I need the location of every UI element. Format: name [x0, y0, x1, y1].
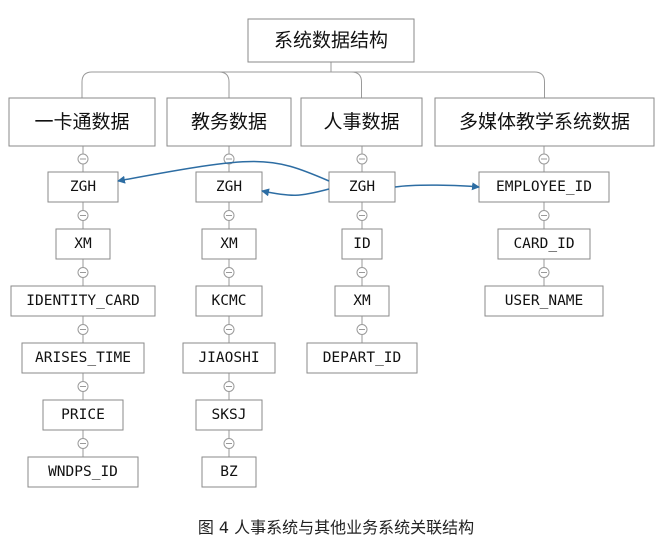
- field-box-label: ZGH: [70, 179, 96, 195]
- field-box-label: SKSJ: [212, 407, 247, 423]
- field-box: CARD_ID: [497, 228, 591, 260]
- category-box: 多媒体教学系统数据: [434, 97, 655, 147]
- field-box: SKSJ: [195, 399, 263, 431]
- category-drop: [351, 71, 362, 98]
- field-box: ZGH: [47, 171, 119, 203]
- collapse-minus-icon: [356, 267, 368, 278]
- collapse-minus-icon: [356, 153, 368, 165]
- category-bus: [81, 71, 545, 98]
- field-box: ID: [341, 228, 383, 260]
- root-box: 系统数据结构: [247, 18, 415, 63]
- field-box: XM: [55, 228, 111, 260]
- category-box-label: 教务数据: [191, 111, 267, 133]
- collapse-minus-icon: [77, 153, 89, 165]
- field-box-label: XM: [353, 293, 371, 309]
- field-box-label: ARISES_TIME: [35, 350, 131, 366]
- collapse-minus-icon: [223, 267, 235, 278]
- field-box-label: EMPLOYEE_ID: [496, 179, 592, 195]
- field-box: JIAOSHI: [182, 342, 276, 374]
- category-box: 人事数据: [300, 97, 423, 147]
- figure-caption: 图 4 人事系统与其他业务系统关联结构: [197, 518, 475, 537]
- relation-arrow: [117, 160, 330, 184]
- field-box-label: ZGH: [216, 179, 242, 195]
- collapse-minus-icon: [223, 210, 235, 221]
- collapse-minus-icon: [77, 210, 89, 221]
- category-box-label: 一卡通数据: [34, 111, 129, 133]
- field-box: USER_NAME: [484, 285, 604, 317]
- field-box-label: USER_NAME: [505, 293, 584, 309]
- field-box-label: WNDPS_ID: [48, 464, 118, 480]
- field-box-label: XM: [74, 236, 92, 252]
- collapse-minus-icon: [77, 324, 89, 335]
- category-box: 一卡通数据: [8, 97, 156, 147]
- root-box-label: 系统数据结构: [274, 30, 388, 52]
- collapse-minus-icon: [356, 210, 368, 221]
- collapse-minus-icon: [223, 438, 235, 449]
- relation-arrow: [394, 182, 480, 191]
- field-box: ZGH: [328, 171, 396, 203]
- field-box-label: ID: [353, 236, 370, 252]
- collapse-minus-icon: [223, 324, 235, 335]
- field-box-label: JIAOSHI: [198, 350, 259, 366]
- category-box-label: 人事数据: [323, 111, 399, 133]
- field-box-label: PRICE: [61, 407, 105, 423]
- collapse-minus-icon: [77, 267, 89, 278]
- category-box: 教务数据: [166, 97, 292, 147]
- field-box: DEPART_ID: [306, 342, 418, 374]
- field-box: IDENTITY_CARD: [10, 285, 156, 317]
- collapse-minus-icon: [538, 153, 550, 165]
- field-box-label: CARD_ID: [513, 236, 574, 252]
- field-box: XM: [334, 285, 390, 317]
- category-box-label: 多媒体教学系统数据: [459, 111, 630, 133]
- collapse-minus-icon: [77, 438, 89, 449]
- field-box-label: KCMC: [212, 293, 247, 309]
- field-box: WNDPS_ID: [27, 456, 139, 488]
- field-box-label: DEPART_ID: [323, 350, 402, 366]
- field-box: PRICE: [42, 399, 124, 431]
- field-box: BZ: [201, 456, 257, 488]
- field-box: KCMC: [195, 285, 263, 317]
- collapse-minus-icon: [223, 153, 235, 165]
- field-box: ZGH: [195, 171, 263, 203]
- field-box: ARISES_TIME: [21, 342, 145, 374]
- collapse-minus-icon: [538, 210, 550, 221]
- collapse-minus-icon: [538, 267, 550, 278]
- field-box: EMPLOYEE_ID: [478, 171, 610, 203]
- field-box-label: IDENTITY_CARD: [26, 293, 140, 309]
- category-drop: [218, 71, 230, 98]
- collapse-minus-icon: [356, 324, 368, 335]
- field-box-label: BZ: [220, 464, 238, 480]
- field-box: XM: [201, 228, 257, 260]
- collapse-minus-icon: [223, 381, 235, 392]
- field-box-label: XM: [220, 236, 238, 252]
- field-box-label: ZGH: [349, 179, 375, 195]
- relation-arrow: [261, 188, 330, 197]
- collapse-minus-icon: [77, 381, 89, 392]
